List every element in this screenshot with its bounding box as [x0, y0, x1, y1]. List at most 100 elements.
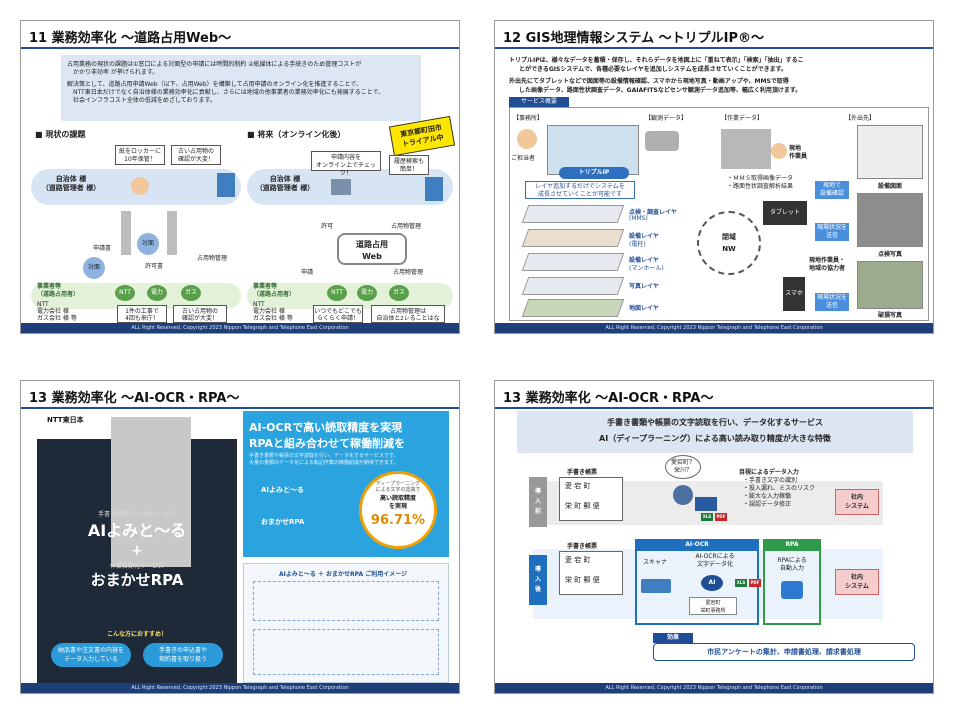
- layer-1: 設備レイヤ: [629, 233, 659, 240]
- handwritten-form: [559, 477, 623, 521]
- counter-1: 対面: [137, 233, 159, 255]
- current-heading: ■ 現状の課題: [35, 130, 86, 139]
- rec-1: 納品書や注文書の内容を データ入力している: [51, 643, 131, 667]
- rpa-header: RPA: [763, 539, 821, 551]
- layer-2-sub: (マンホール): [629, 265, 664, 272]
- bullet-1: 占用業務の現状の課題は①窓口による対面型の申請には時間的制約 ②紙媒体による手続…: [67, 61, 362, 68]
- headline-2: RPAと組み合わせて稼働削減を: [249, 437, 406, 450]
- photo-3-label: 破損写真: [877, 312, 902, 319]
- drawing-photo: [857, 125, 923, 179]
- left-bubble-3: 1件の工事で 4回も来庁！: [117, 305, 167, 323]
- flyer-desc: 手書き書類や帳票の文字読取を行い、データ化するサービスです。 大量の書類のデータ…: [249, 453, 399, 466]
- person-icon: [673, 485, 693, 505]
- form-text-2: 栄 町 郵 便: [565, 502, 600, 510]
- bullet-1: トリプルIPは、様々なデータを蓄積・保存し、それらデータを地図上に「重ねて表示」…: [509, 57, 804, 64]
- outside-label: 【外出先】: [845, 115, 876, 122]
- web-box[interactable]: 道路占用 Web: [337, 233, 407, 265]
- service-1: 手書き帳票データ化サービス: [97, 511, 176, 518]
- ntt-logo: NTT東日本: [47, 416, 84, 424]
- tablet-label: タブレット: [763, 201, 807, 225]
- title-underline: [21, 47, 459, 49]
- pdf-badge-2: PDF: [749, 579, 761, 587]
- blue-box-3: 現場状況を 送信: [815, 293, 849, 311]
- up-arrow-icon: [121, 211, 131, 255]
- form-text-2b: 栄 町 郵 便: [565, 576, 600, 584]
- work-label: 【作業データ】: [721, 115, 764, 122]
- banner-line-1: 手書き書類や帳票の文字読取を行い、データ化するサービス: [607, 418, 823, 427]
- bullet-2: 外出先にてタブレットなどで図面等の設備情報確認、スマホから現地写真・動画アップや…: [509, 78, 789, 85]
- damage-photo: [857, 261, 923, 309]
- mini-rpa: おまかせRPA: [261, 518, 305, 526]
- handwritten-form-2: [559, 551, 623, 595]
- staff-label: ご担当者: [511, 155, 536, 162]
- omakase-rpa: おまかせRPA: [90, 571, 184, 589]
- circle-top: ディープラーニング による文字の認識で: [375, 481, 421, 493]
- footer: ALL Right Reserved, Copyright 2023 Nippo…: [495, 323, 933, 333]
- scanner-icon: [641, 579, 671, 593]
- summary-box: [61, 55, 421, 121]
- counter-2: 対面: [83, 257, 105, 279]
- staff-icon: [517, 129, 537, 149]
- system-box-1: 社内 システム: [835, 489, 879, 515]
- right-bubble-2: 履歴検索も 簡単！: [389, 155, 429, 175]
- slide-title: 11 業務効率化 ～道路占用Web～: [29, 31, 232, 46]
- right-manage-2: 占用物管理: [393, 269, 424, 276]
- right-apply: 申請: [301, 269, 314, 276]
- right-bubble-4: 占用物管理は 自治体とzレることはない！: [371, 305, 445, 329]
- ai-badge: AI: [701, 575, 723, 591]
- footer: ALL Right Reserved, Copyright 2023 Nippo…: [21, 323, 459, 333]
- banner: [517, 411, 913, 453]
- right-biz-label: 事業者等 （道路占用者）: [253, 283, 296, 298]
- circle-mid: 高い読取精度 を実現: [379, 495, 416, 510]
- layer-2: 設備レイヤ: [629, 257, 659, 264]
- form-label-before: 手書き帳票: [567, 469, 598, 476]
- blue-box-1: 現地で 設備確認: [815, 181, 849, 199]
- aiocr-header: AI-OCR: [635, 539, 759, 551]
- slide-13-flyer: 13 業務効率化 ～AI-OCR・RPA～ NTT東日本 手書き帳票データ化サー…: [20, 380, 460, 694]
- left-bubble-4: 古い占用物の 確認が大変！: [173, 305, 227, 323]
- bullet-2: 解決策として、道路占用申請Web（以下、占用Web）を構築して占用申請のオンライ…: [67, 81, 363, 88]
- pc-icon: [331, 179, 351, 195]
- left-bubble-1: 紙をロッカーに 10年保管！: [115, 145, 165, 165]
- left-gov-label: 自治体 様 （道路管理者 様）: [41, 175, 101, 192]
- layer-note: レイヤ追加するだけでシステムを 成長させていくことが可能です: [525, 181, 635, 199]
- layer-plane: [521, 277, 625, 295]
- layer-plane: [521, 299, 625, 317]
- flow-row-1: [253, 581, 439, 621]
- right-gov-label: 自治体 様 （道路管理者 様）: [255, 175, 315, 192]
- building-icon: [217, 173, 235, 197]
- bullet-2-cont: NTT東日本だけでなく自治体様の業務効率化に貢献し、さらには地域の他事業者の業務…: [73, 89, 385, 96]
- service-2: 作業自動化サービス: [109, 563, 164, 570]
- flow-row-2: [253, 629, 439, 675]
- building-icon-2: [425, 177, 443, 201]
- layer-0-sub: (MMS): [629, 215, 648, 222]
- right-bubble-3: いつでもどこでも らくらく申請！: [313, 305, 363, 323]
- slide-11: 11 業務効率化 ～道路占用Web～ 占用業務の現状の課題は①窓口による対面型の…: [20, 20, 460, 334]
- left-bubble-2: 古い占用物の 確認が大変！: [171, 145, 221, 165]
- left-biz-band: [31, 283, 241, 309]
- layer-3: 写真レイヤ: [629, 283, 659, 290]
- form-label-after: 手書き帳票: [567, 543, 598, 550]
- manhole-photo: [857, 193, 923, 247]
- footer: ALL Right Reserved, Copyright 2023 Nippo…: [21, 683, 459, 693]
- power-icon-2: 電力: [357, 285, 377, 301]
- ocr-text: AI-OCRによる 文字データ化: [695, 553, 735, 568]
- trial-stamp: 東京都町田市 トライアル中: [388, 115, 456, 157]
- bullet-2-cont: した画像データ、路面性状調査データ、GAIAFITSなどセンサ観測データ追加等、…: [519, 87, 802, 94]
- title-underline: [21, 407, 459, 409]
- slide-title: 13 業務効率化 ～AI-OCR・RPA～: [29, 391, 240, 406]
- scanner-label: スキャナ: [643, 559, 668, 566]
- left-permit: 許可書: [145, 263, 164, 270]
- bullet-2-cont2: 社会インフラコスト全体の低減をめざしております。: [73, 97, 216, 104]
- car-icon: [645, 131, 679, 151]
- right-permit: 許可: [321, 223, 334, 230]
- effect-tab: 効果: [653, 633, 693, 643]
- paper-stack-image: [111, 417, 191, 567]
- office-label: 【事務所】: [513, 115, 544, 122]
- ai-yomitoru: AIよみと～る: [87, 521, 187, 540]
- xls-badge: XLS: [701, 513, 713, 521]
- left-biz-label: 事業者等 （道路占用者）: [37, 283, 80, 298]
- power-icon: 電力: [147, 285, 167, 301]
- bullet-1-cont: かかり非効率 が挙げられます。: [73, 69, 159, 76]
- slide-12: 12 GIS地理情報システム ～トリプルIP®～ トリプルIPは、様々なデータを…: [494, 20, 934, 334]
